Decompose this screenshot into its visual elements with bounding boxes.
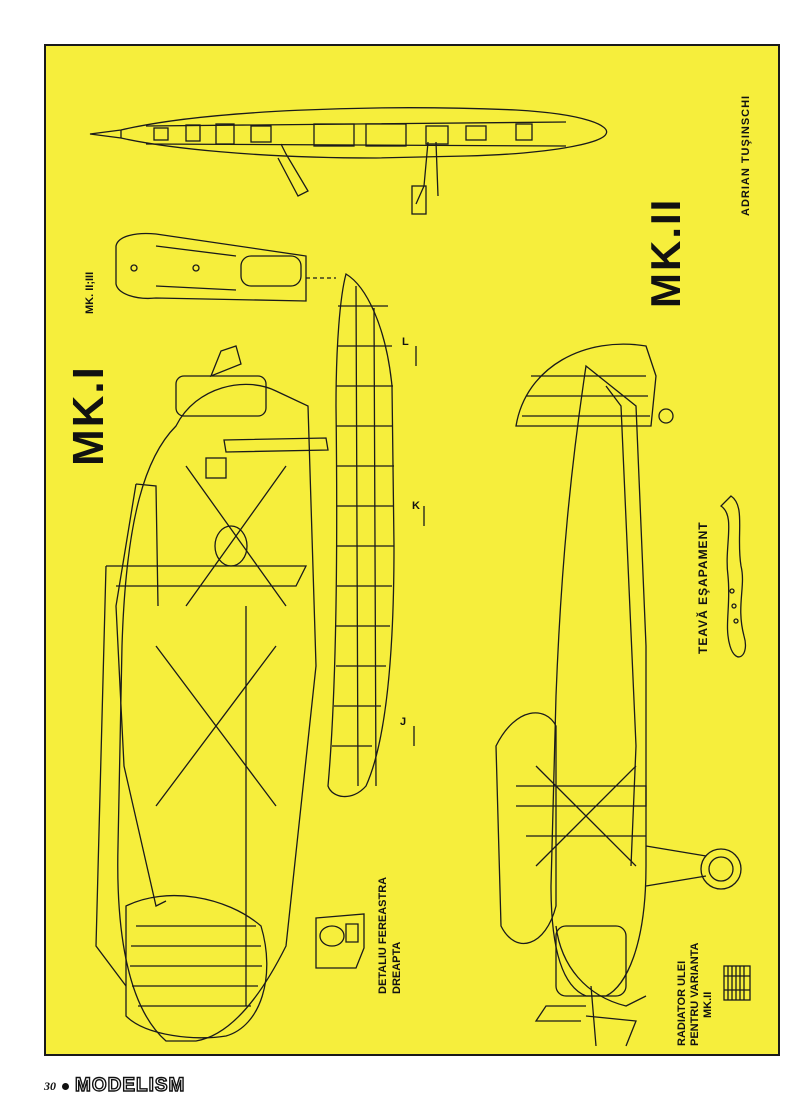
radiator-line2: PENTRU VARIANTA (689, 942, 701, 1046)
hull-top-view (89, 107, 608, 215)
exhaust-label: TEAVĂ EŞAPAMENT (696, 521, 710, 654)
window-detail (315, 913, 365, 969)
aircraft-drawing (89, 107, 751, 1047)
bullet-dot (62, 1082, 69, 1090)
magazine-title: MODELISM (74, 1074, 186, 1096)
section-k-label: K (412, 500, 420, 512)
exhaust-pipe-detail (719, 495, 747, 658)
oil-radiator-detail (723, 965, 751, 1001)
radiator-line3: MK.II (702, 991, 714, 1018)
nose-top-view (115, 232, 336, 302)
radiator-label: RADIATOR ULEI PENTRU VARIANTA MK.II (676, 943, 715, 1046)
window-detail-line2: DREAPTA (391, 941, 403, 994)
radiator-line1: RADIATOR ULEI (676, 960, 688, 1046)
section-j-label: J (400, 716, 407, 728)
float-side-view (327, 273, 395, 798)
page-footer: 30 MODELISM (44, 1072, 185, 1100)
mk2-side-view (495, 343, 742, 1047)
window-detail-line1: DETALIU FEREASTRA (377, 876, 389, 994)
window-detail-label: DETALIU FEREASTRA DREAPTA (376, 877, 404, 994)
author-label: ADRIAN TUŞINSCHI (740, 94, 752, 216)
mk1-label: MK.I (64, 365, 113, 466)
mk2-label: MK.II (642, 197, 689, 308)
blueprint-sheet: MK.I MK.II MK. II;III ADRIAN TUŞINSCHI T… (44, 44, 780, 1056)
mk23-label: MK. II;III (84, 271, 96, 314)
page-number: 30 (44, 1078, 56, 1093)
mk1-side-view (95, 345, 329, 1042)
section-l-label: L (402, 336, 409, 348)
